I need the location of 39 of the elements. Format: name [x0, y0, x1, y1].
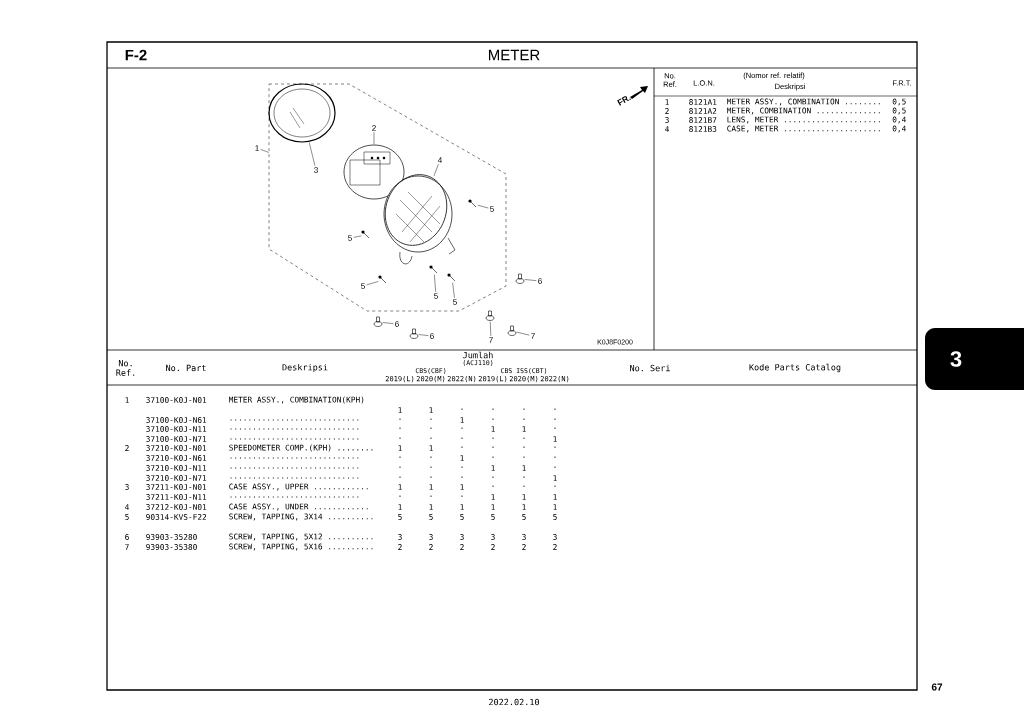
table-header: No. Seri: [630, 364, 670, 372]
leader-line: [490, 321, 492, 337]
callout-number: 1: [255, 145, 259, 151]
callout-number: 6: [430, 333, 434, 339]
callout-number: 6: [538, 278, 542, 284]
leader-line: [373, 131, 375, 145]
leader-line: [452, 282, 455, 299]
callout-number: 7: [531, 333, 535, 339]
section-code: F-2: [125, 49, 147, 61]
leader-line: [524, 279, 537, 281]
leader-line: [353, 235, 362, 238]
table-header: Kode Parts Catalog: [749, 363, 841, 373]
callout-number: 7: [489, 337, 493, 343]
leader-line: [260, 149, 270, 153]
table-header: Deskripsi: [282, 363, 328, 373]
table-header: No. Part: [166, 364, 206, 372]
callout-number: 6: [395, 321, 399, 327]
leader-line: [382, 322, 394, 324]
page-title: METER: [489, 49, 540, 61]
assembly-outline: [268, 83, 507, 312]
screw-drawing: [507, 325, 517, 336]
leader-line: [366, 281, 379, 286]
table-header: Jumlah: [463, 351, 493, 359]
meter-case-drawing: [383, 174, 456, 265]
screw-drawing: [373, 316, 383, 327]
section-tab: 3: [925, 328, 1024, 390]
table-header: No. Ref.: [116, 360, 135, 376]
leader-line: [516, 331, 530, 336]
front-label: FR.: [617, 96, 631, 106]
leader-line: [434, 274, 436, 293]
leader-line: [433, 163, 439, 177]
date-text: 2022.02.10: [489, 698, 540, 706]
leader-line: [477, 205, 489, 209]
screw-drawing: [409, 328, 419, 339]
screw-drawing: [485, 310, 495, 321]
page-number: 67: [931, 683, 943, 691]
screw-drawing: [515, 273, 525, 284]
leader-line: [309, 142, 316, 166]
leader-line: [418, 334, 429, 336]
